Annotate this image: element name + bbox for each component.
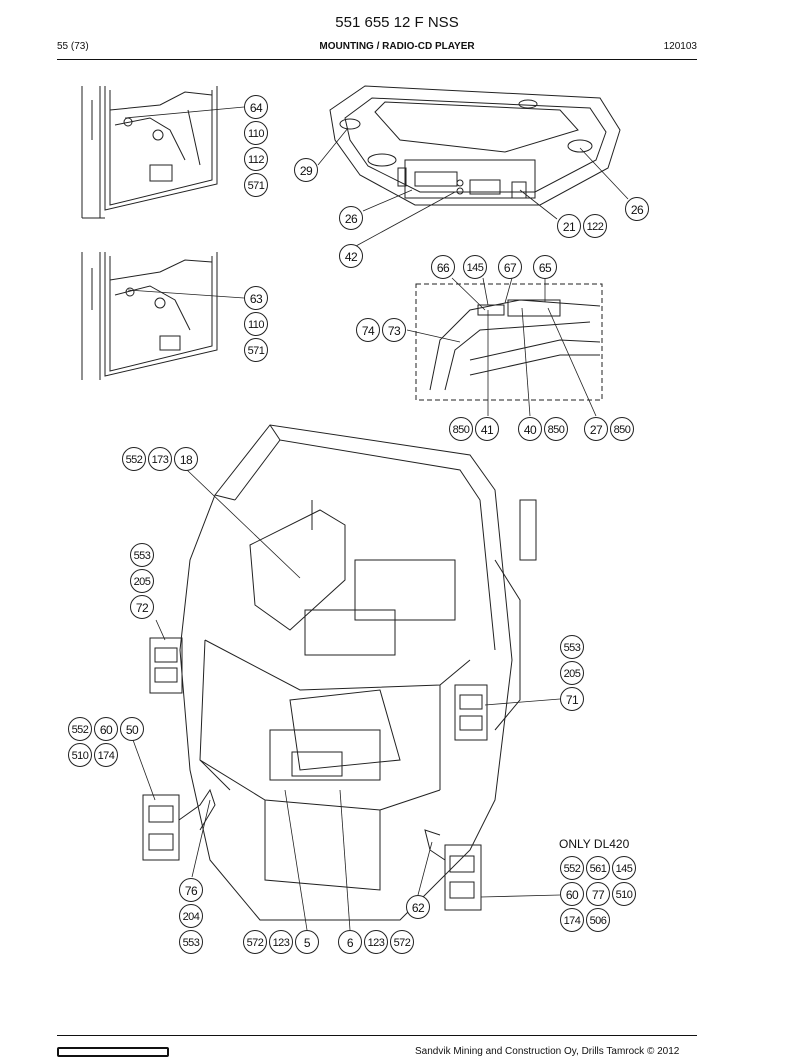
callout-571: 571: [244, 338, 268, 362]
callout-553: 553: [130, 543, 154, 567]
callout-26: 26: [625, 197, 649, 221]
callout-77: 77: [586, 882, 610, 906]
callout-122: 122: [583, 214, 607, 238]
callout-553: 553: [560, 635, 584, 659]
only-dl420-note: ONLY DL420: [559, 837, 630, 851]
callout-73: 73: [382, 318, 406, 342]
callout-42: 42: [339, 244, 363, 268]
callout-552: 552: [560, 856, 584, 880]
callout-60: 60: [560, 882, 584, 906]
date-code: 120103: [663, 41, 697, 52]
callout-174: 174: [560, 908, 584, 932]
callout-71: 71: [560, 687, 584, 711]
callout-850: 850: [610, 417, 634, 441]
callout-123: 123: [269, 930, 293, 954]
callout-205: 205: [560, 661, 584, 685]
company-logo: [57, 1047, 169, 1057]
detail-view-upper-left: [81, 86, 218, 219]
callout-18: 18: [174, 447, 198, 471]
callout-572: 572: [390, 930, 414, 954]
callout-6: 6: [338, 930, 362, 954]
callout-205: 205: [130, 569, 154, 593]
callout-553: 553: [179, 930, 203, 954]
callout-145: 145: [463, 255, 487, 279]
footer-copyright: Sandvik Mining and Construction Oy, Dril…: [415, 1046, 680, 1057]
mirror-bracket-right: [454, 684, 488, 741]
callout-29: 29: [294, 158, 318, 182]
mirror-bracket-lower-left: [142, 788, 216, 861]
header-rule: [57, 59, 697, 60]
callout-26: 26: [339, 206, 363, 230]
callout-110: 110: [244, 121, 268, 145]
callout-50: 50: [120, 717, 144, 741]
callout-571: 571: [244, 173, 268, 197]
callout-62: 62: [406, 895, 430, 919]
callout-112: 112: [244, 147, 268, 171]
callout-76: 76: [179, 878, 203, 902]
callout-65: 65: [533, 255, 557, 279]
callout-67: 67: [498, 255, 522, 279]
callout-110: 110: [244, 312, 268, 336]
mirror-bracket-upper-left: [149, 637, 183, 694]
callout-63: 63: [244, 286, 268, 310]
callout-510: 510: [612, 882, 636, 906]
footer-rule: [57, 1035, 697, 1036]
callout-510: 510: [68, 743, 92, 767]
callout-40: 40: [518, 417, 542, 441]
callout-552: 552: [68, 717, 92, 741]
callout-204: 204: [179, 904, 203, 928]
callout-850: 850: [449, 417, 473, 441]
callout-21: 21: [557, 214, 581, 238]
callout-173: 173: [148, 447, 172, 471]
callout-74: 74: [356, 318, 380, 342]
callout-60: 60: [94, 717, 118, 741]
callout-145: 145: [612, 856, 636, 880]
roof-console-view: [329, 85, 621, 206]
callout-174: 174: [94, 743, 118, 767]
callout-850: 850: [544, 417, 568, 441]
radio-detail-view: [415, 283, 603, 401]
callout-561: 561: [586, 856, 610, 880]
callout-506: 506: [586, 908, 610, 932]
callout-552: 552: [122, 447, 146, 471]
callout-27: 27: [584, 417, 608, 441]
callout-5: 5: [295, 930, 319, 954]
part-number: 551 655 12 F NSS: [335, 14, 459, 31]
main-cab-view: [179, 424, 537, 921]
callout-41: 41: [475, 417, 499, 441]
callout-64: 64: [244, 95, 268, 119]
leader-lines: [124, 106, 629, 931]
callout-72: 72: [130, 595, 154, 619]
section-title: MOUNTING / RADIO-CD PLAYER: [319, 41, 475, 52]
detail-view-middle-left: [81, 252, 218, 380]
mirror-bracket-lower-right: [424, 829, 482, 911]
callout-66: 66: [431, 255, 455, 279]
page-indicator: 55 (73): [57, 41, 89, 52]
callout-572: 572: [243, 930, 267, 954]
callout-123: 123: [364, 930, 388, 954]
